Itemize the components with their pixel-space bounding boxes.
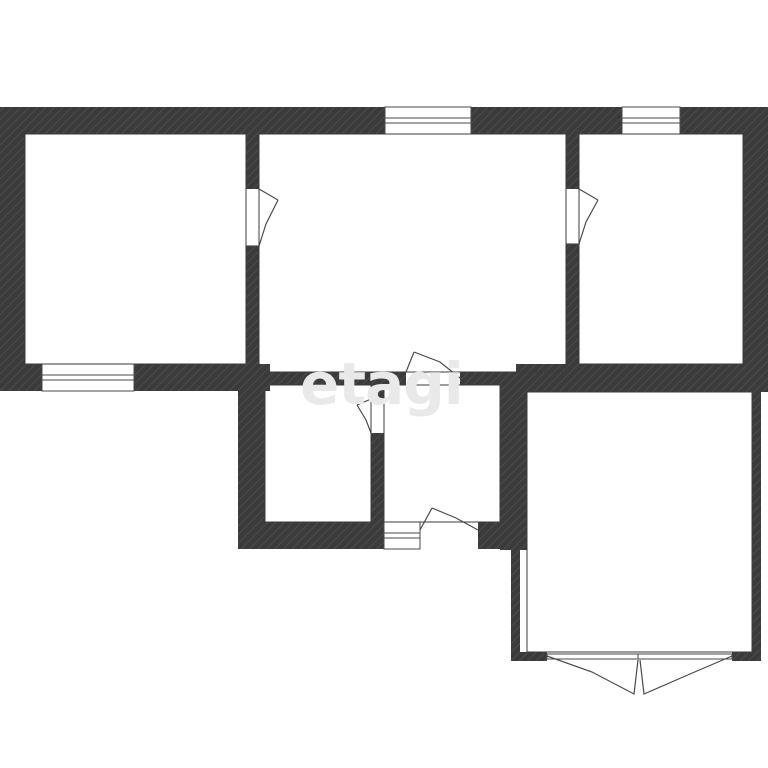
middle-room-bottom-wall-a (246, 372, 406, 385)
doors (246, 188, 733, 695)
hall-bottom-right-block (478, 522, 515, 549)
watermark-logo: etagi (300, 350, 464, 418)
windows (41, 106, 733, 660)
partition-left-middle-bottom (246, 246, 259, 372)
partition-left-middle-top (246, 134, 259, 189)
bathroom-bottom-wall (238, 522, 384, 549)
door-hall-bottom (419, 507, 479, 531)
door-bathroom (356, 398, 372, 434)
left-room-bottom-wall-a (0, 364, 42, 391)
partition-middle-right-top (566, 134, 579, 189)
room-left (24, 133, 247, 365)
door-left-room (246, 188, 279, 247)
bathroom-left-wall (238, 372, 265, 549)
partition-middle-right-bottom (566, 244, 579, 372)
lower-room-bottom-left-block (511, 652, 547, 661)
room-outlines (24, 133, 753, 653)
room-right (578, 133, 744, 365)
room-middle (258, 133, 567, 373)
door-right-room (566, 188, 599, 245)
room-bathroom (264, 384, 372, 523)
window-lower-room-bottom (546, 653, 733, 660)
bathroom-right-wall-bottom (371, 433, 384, 549)
lower-room-left-wall (511, 540, 520, 660)
window-left-room-bottom (41, 363, 135, 392)
room-hall (383, 384, 501, 523)
window-top-middle (384, 106, 472, 135)
left-outer-wall (0, 107, 25, 391)
door-middle-room (405, 351, 461, 379)
right-outer-wall (743, 107, 768, 392)
window-top-right (621, 106, 681, 135)
door-lower-room-double (546, 655, 733, 695)
hall-right-wall (500, 372, 527, 550)
window-hall-bottom (383, 521, 421, 550)
lower-room-bottom-right-block (732, 652, 761, 661)
room-lower-right (526, 391, 753, 653)
right-room-bottom-wall (516, 364, 768, 392)
lower-room-right-wall (752, 380, 761, 660)
bathroom-right-wall-top (371, 385, 384, 399)
